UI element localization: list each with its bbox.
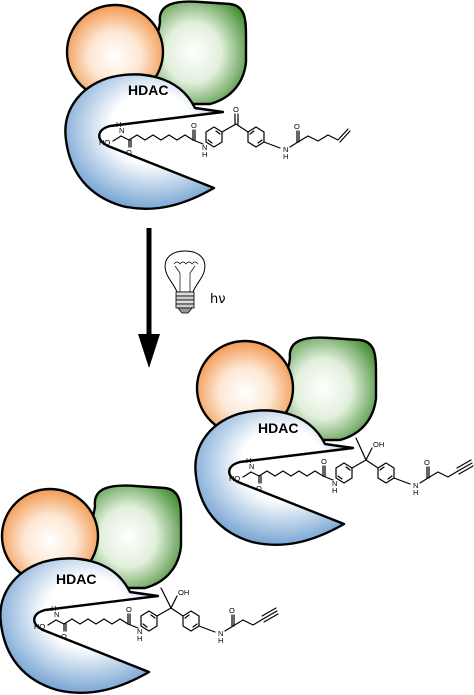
svg-text:O: O: [191, 121, 197, 130]
crosslinked-inhibitor-bottom: HO N H O O N H OH N H O: [34, 587, 279, 645]
svg-text:O: O: [229, 606, 235, 615]
light-condition-label: hν: [210, 292, 226, 307]
svg-text:O: O: [126, 605, 132, 614]
complex-top: HDAC HO N H O O N H O N H: [64, 0, 351, 211]
svg-text:O: O: [126, 148, 132, 157]
svg-text:N: N: [202, 143, 207, 152]
svg-text:H: H: [283, 152, 288, 161]
svg-text:N: N: [119, 126, 124, 135]
svg-text:N: N: [137, 627, 142, 636]
svg-text:N: N: [283, 145, 288, 154]
svg-text:HO: HO: [99, 138, 110, 147]
svg-text:N: N: [332, 479, 337, 488]
svg-text:H: H: [413, 488, 418, 497]
svg-text:O: O: [294, 122, 300, 131]
svg-text:H: H: [246, 456, 251, 465]
complex-middle: HDAC HO N H O O N H OH N H: [194, 336, 474, 547]
benzophenone-inhibitor: HO N H O O N H O N H O: [99, 105, 351, 161]
crosslinked-inhibitor-middle: HO N H O O N H OH N H O: [229, 437, 474, 497]
svg-text:N: N: [218, 629, 223, 638]
svg-text:O: O: [321, 457, 327, 466]
svg-text:O: O: [424, 458, 430, 467]
svg-text:H: H: [116, 120, 121, 129]
svg-text:H: H: [51, 604, 56, 613]
svg-text:O: O: [233, 105, 239, 114]
svg-text:H: H: [218, 636, 223, 645]
svg-text:HO: HO: [229, 474, 240, 483]
svg-text:OH: OH: [178, 588, 189, 597]
svg-text:OH: OH: [373, 440, 384, 449]
svg-text:H: H: [137, 634, 142, 643]
svg-text:O: O: [256, 484, 262, 493]
svg-text:HO: HO: [34, 622, 45, 631]
complex-bottom: HDAC HO N H O O N H OH N H: [0, 484, 279, 695]
svg-text:N: N: [54, 610, 59, 619]
reaction-arrow: [138, 228, 160, 368]
svg-text:N: N: [413, 481, 418, 490]
hdac-label-bottom: HDAC: [56, 571, 96, 587]
svg-text:O: O: [61, 632, 67, 641]
hdac-label-top: HDAC: [128, 82, 168, 98]
svg-text:H: H: [202, 150, 207, 159]
svg-text:H: H: [332, 486, 337, 495]
hdac-label-middle: HDAC: [258, 420, 298, 436]
light-bulb-icon: [164, 250, 206, 314]
svg-text:N: N: [249, 462, 254, 471]
